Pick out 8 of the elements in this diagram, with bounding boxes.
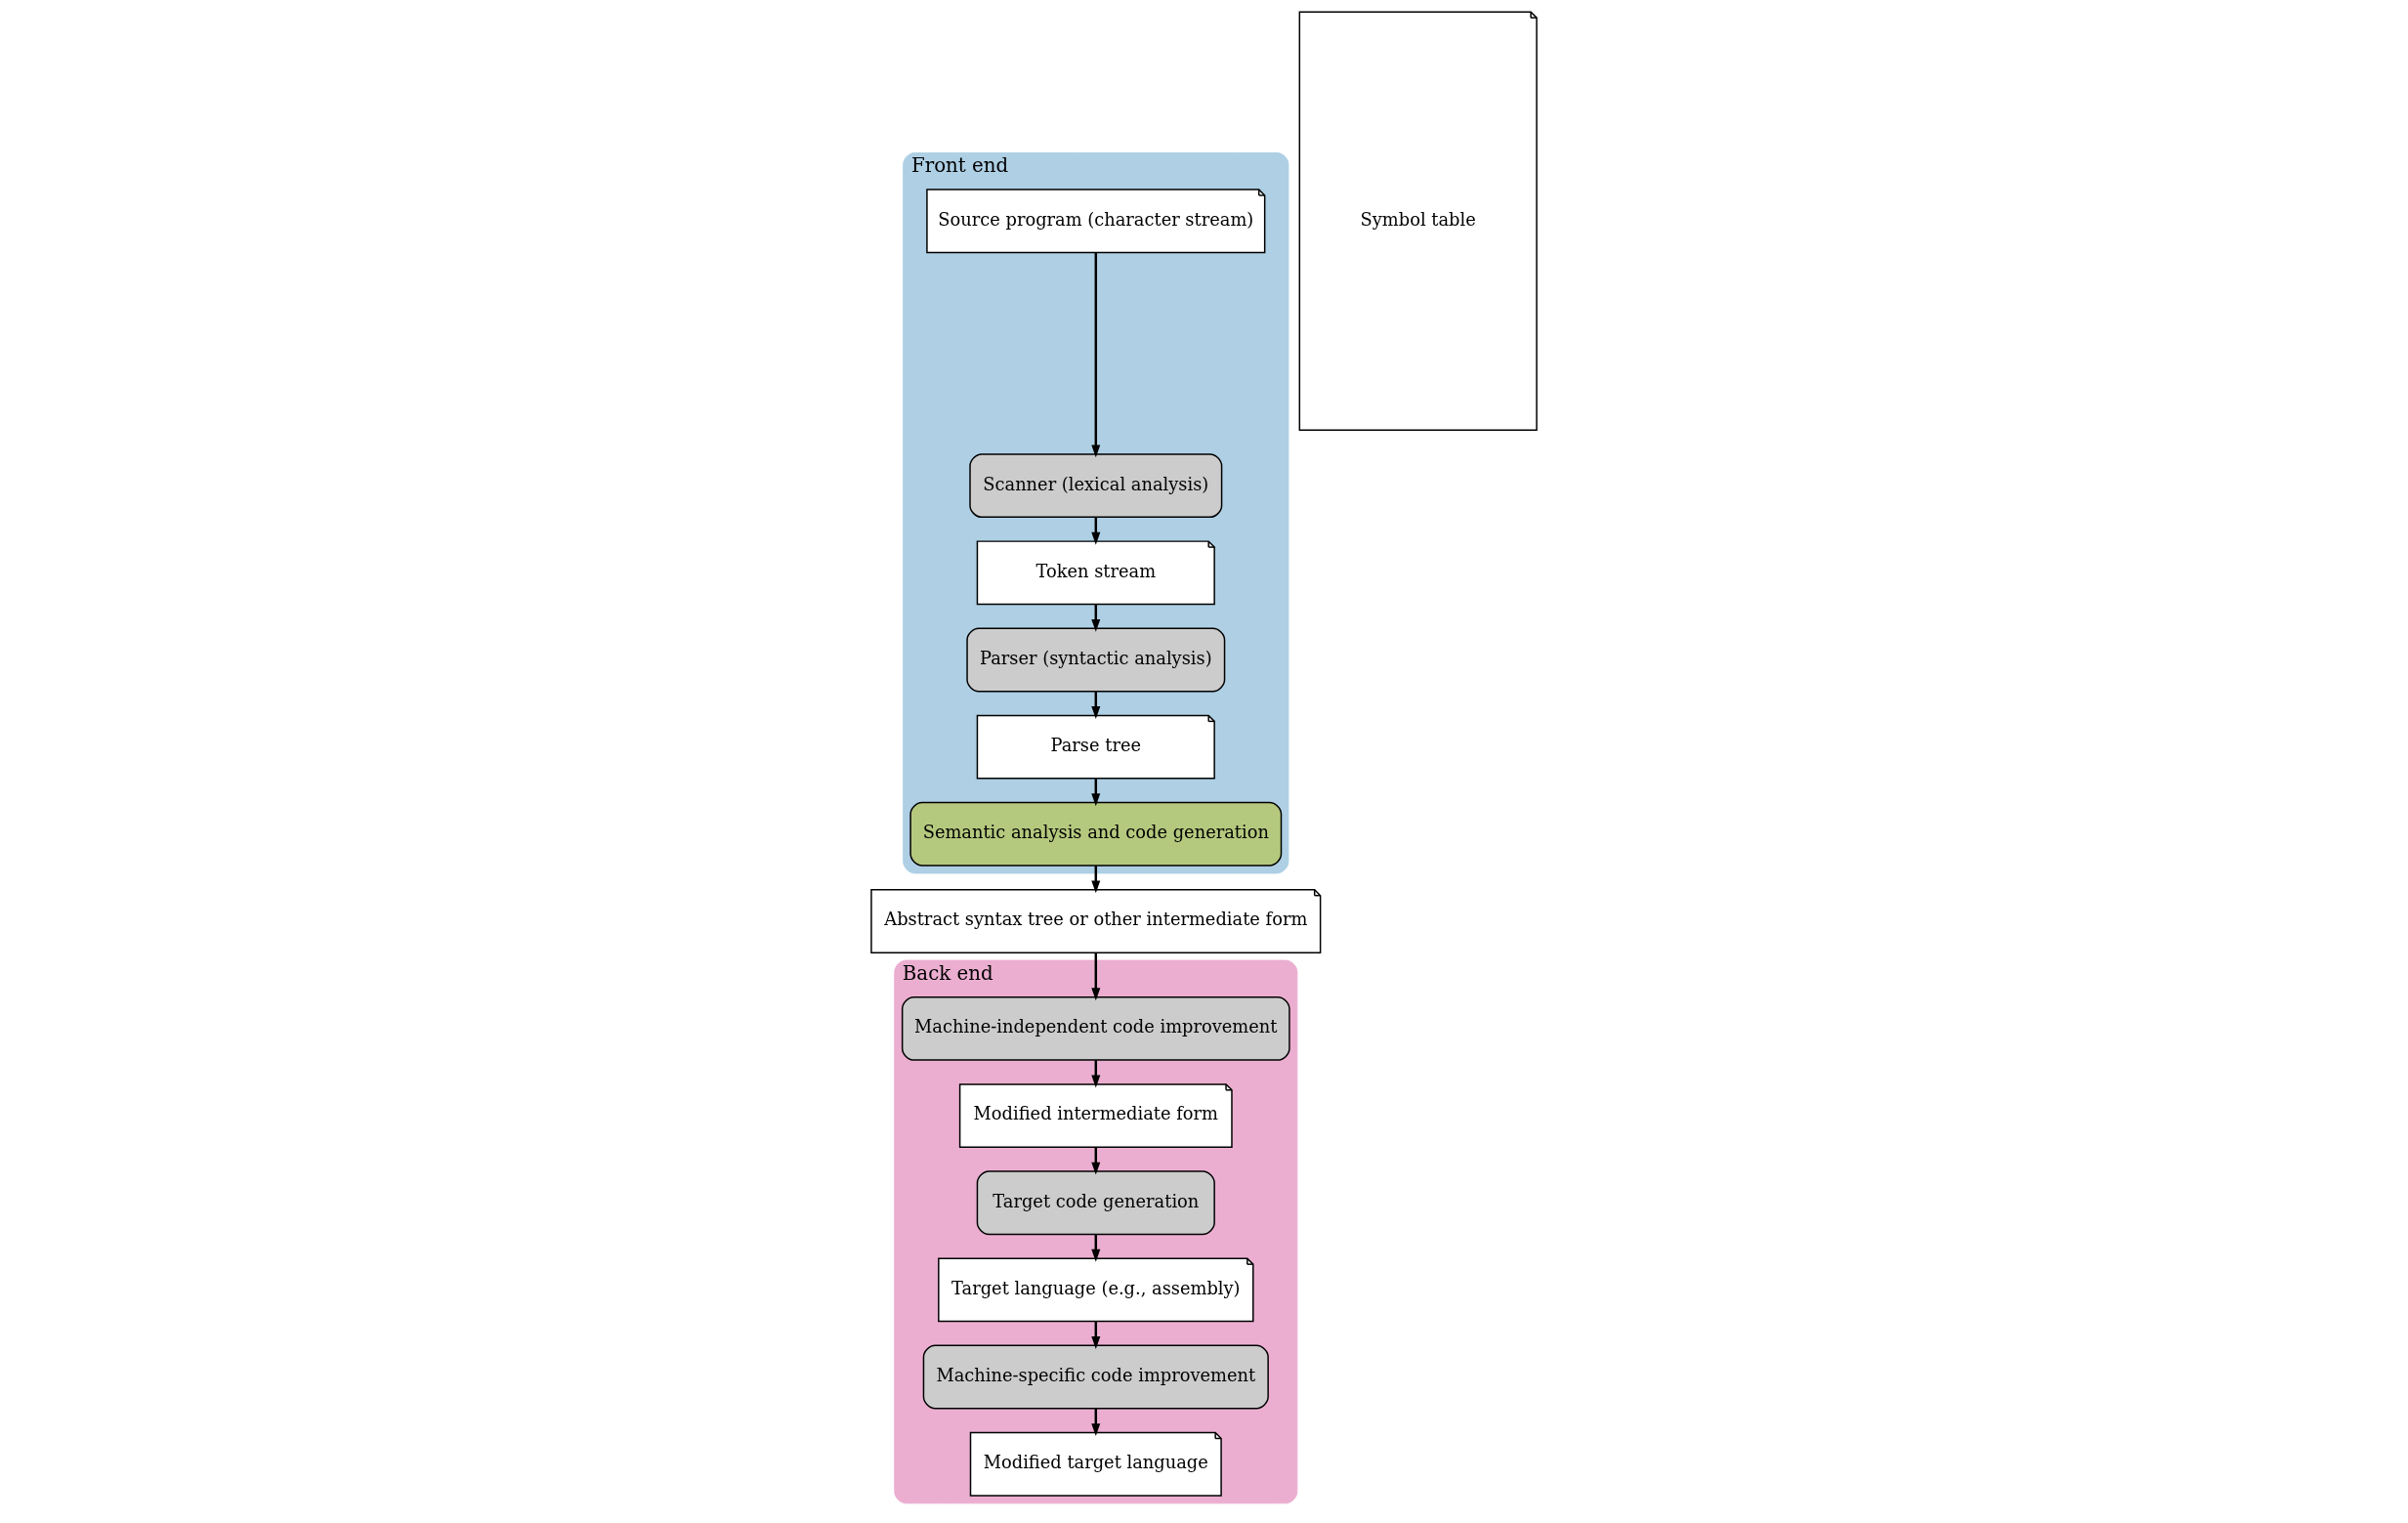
node-box: Semantic analysis and code generation	[909, 801, 1283, 867]
node-box: Parser (syntactic analysis)	[966, 627, 1226, 693]
node-box: Target code generation	[976, 1170, 1215, 1236]
node-box: Scanner (lexical analysis)	[969, 453, 1223, 519]
node-box: Machine-independent code improvement	[901, 995, 1290, 1061]
arrow	[1091, 252, 1101, 458]
node-box: Machine-specific code improvement	[922, 1344, 1269, 1410]
arrow	[1091, 952, 1101, 1001]
